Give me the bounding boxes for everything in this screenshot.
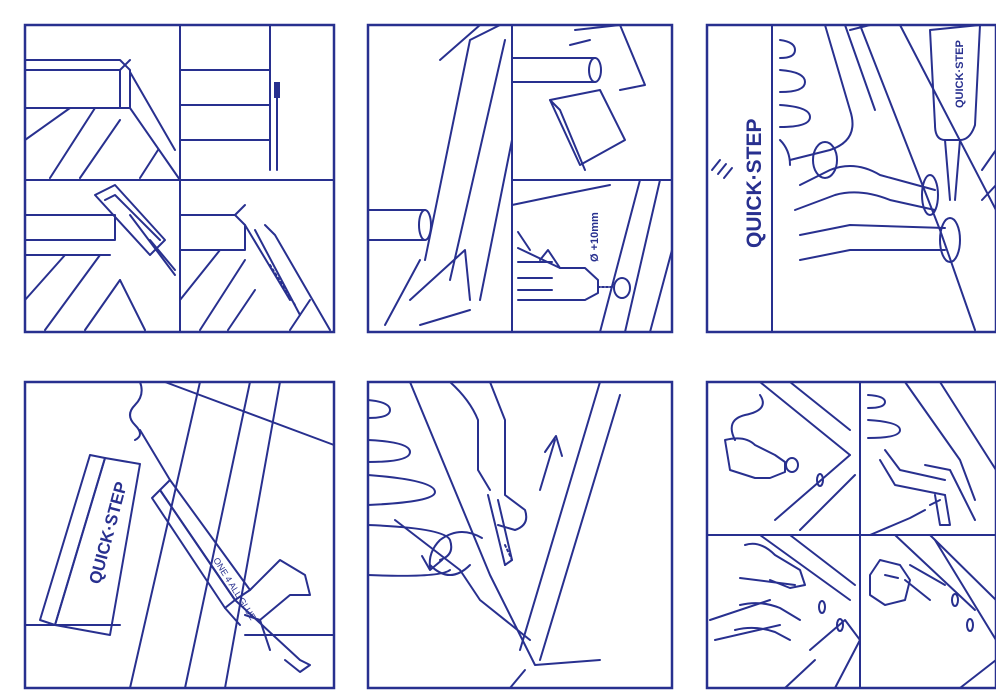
subpanel-6c — [709, 534, 861, 689]
subpanel-2c: Ø +10mm — [511, 179, 673, 333]
subpanel-1c — [24, 184, 176, 331]
arrow-up-icon — [539, 439, 556, 491]
subpanel-2b — [511, 24, 646, 171]
brand-logo: QUICK·STEP — [743, 118, 766, 248]
glue-fume — [129, 381, 143, 441]
panel-6 — [705, 380, 996, 690]
tape-icon — [869, 559, 911, 606]
panel-frame — [366, 380, 674, 690]
subpanel-6b — [867, 381, 996, 536]
glue-cartridge-icon: QUICK·STEP — [929, 24, 981, 201]
panel-frame — [23, 380, 336, 690]
panel-3: QUICK·STEP QUICK·STEP — [705, 23, 996, 334]
panel-4: QUICK·STEP ONE 4 ALL GLUE — [23, 380, 336, 690]
quick-step-box: QUICK·STEP — [39, 454, 141, 636]
panel-5 — [366, 380, 674, 690]
knife-hand-icon — [449, 381, 528, 566]
pencil-icon — [739, 577, 796, 586]
panel-2: Ø +10mm — [366, 23, 674, 334]
subpanel-1a — [24, 59, 181, 181]
panel-frame — [366, 23, 674, 334]
cartridge-brand: QUICK·STEP — [954, 40, 966, 108]
glove-icon — [517, 231, 531, 251]
panel-frame — [705, 23, 996, 334]
subpanel-6d — [869, 534, 996, 689]
drill-icon — [724, 394, 799, 479]
subpanel-6a — [724, 381, 856, 531]
subpanel-1d — [179, 204, 331, 331]
pencil-icon — [274, 82, 280, 98]
subpanel-2a — [367, 24, 513, 326]
heating-pipes — [779, 39, 811, 166]
subpanel-1b — [179, 24, 280, 171]
rotate-arrow-icon — [421, 531, 483, 571]
drill-size-label: Ø +10mm — [589, 212, 601, 262]
drill-icon — [517, 247, 631, 301]
brand-logo: QUICK·STEP — [86, 480, 131, 586]
panel-1 — [23, 23, 336, 334]
